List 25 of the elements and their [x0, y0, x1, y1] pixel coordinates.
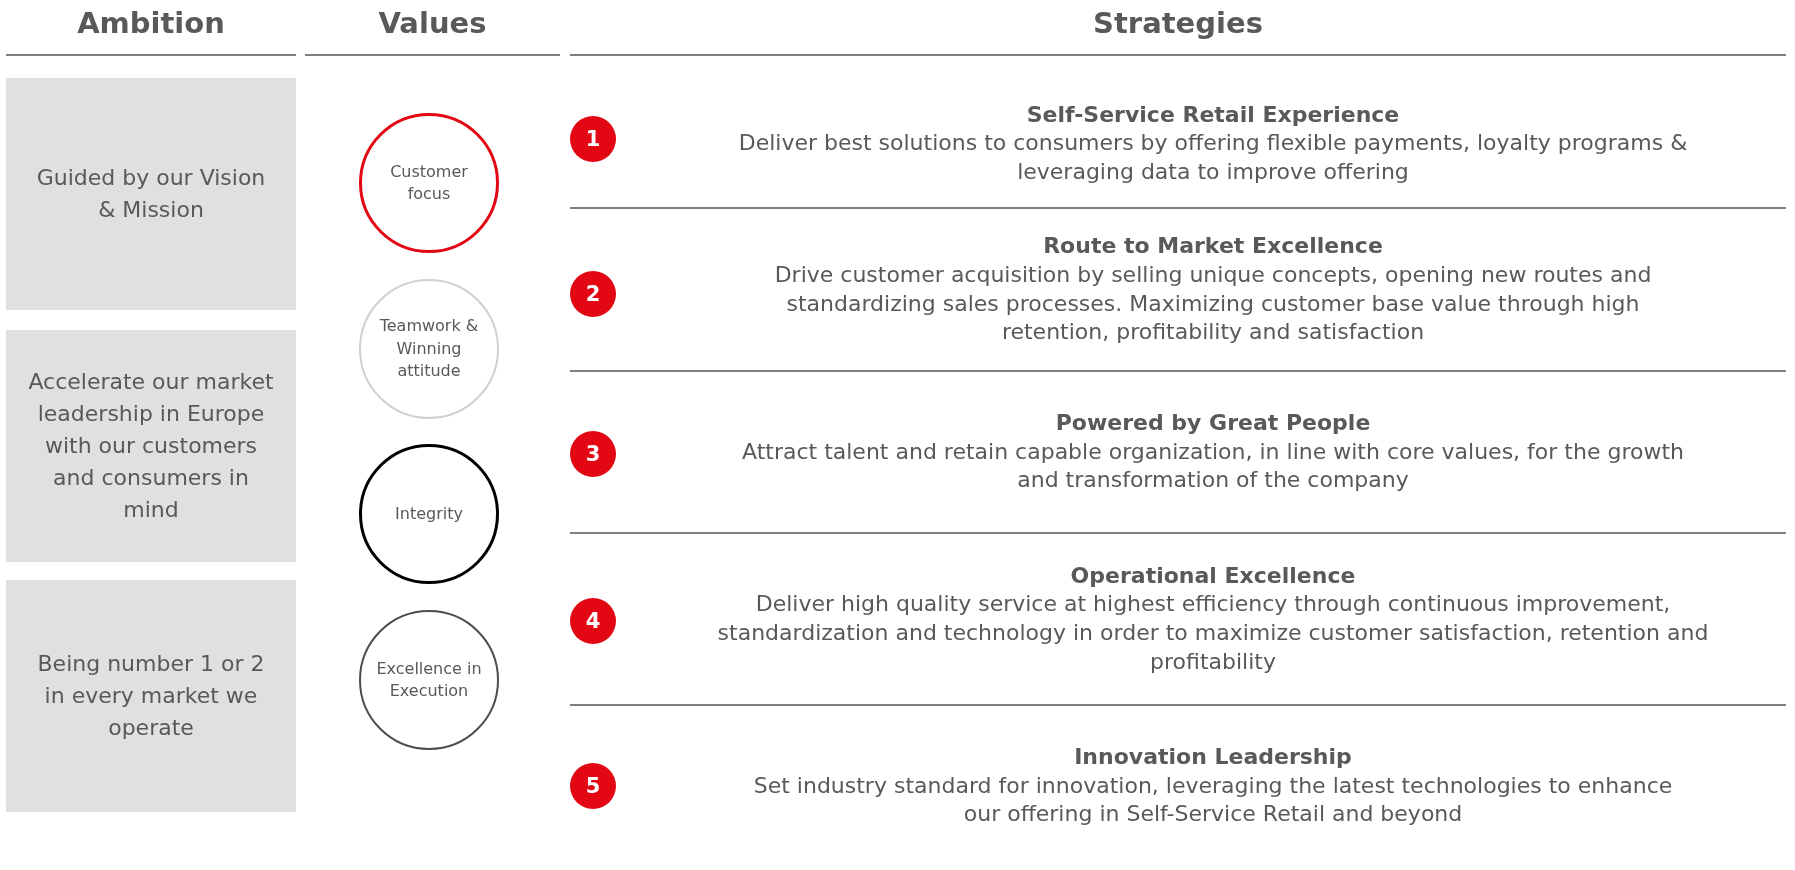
strategy-title: Innovation Leadership: [1074, 743, 1352, 772]
column-heading: Values: [377, 6, 488, 40]
ambition-box: Being number 1 or 2 in every market we operate: [6, 580, 296, 812]
column-heading: Ambition: [76, 6, 226, 40]
strategy-description: Set industry standard for innovation, leveraging the latest technologies to enhance our offering in Self-Service Retail and beyond: [752, 771, 1674, 829]
number-badge: 5: [570, 763, 616, 809]
ambition-box: Guided by our Vision & Mission: [6, 78, 296, 310]
strategy-description: Drive customer acquisition by selling unique concepts, opening new routes and standardizing sales processes. Maximizing customer base value through high retention, profitability and satisfaction: [773, 260, 1653, 347]
strategy-title: Self-Service Retail Experience: [1026, 100, 1400, 129]
value-circle: Customer focus: [359, 113, 499, 253]
strategy-description: Deliver high quality service at highest efficiency through continuous improvement, standardization and technology in order to maximize customer satisfaction, retention and profitability: [716, 590, 1710, 676]
value-circle: Integrity: [359, 444, 499, 584]
strategy-title: Operational Excellence: [1070, 561, 1356, 590]
strategy-description: Attract talent and retain capable organization, in line with core values, for the growth and transformation of the company: [741, 437, 1685, 495]
strategy-title: Powered by Great People: [1055, 409, 1371, 438]
number-badge: 1: [570, 116, 616, 162]
ambition-box: Accelerate our market leadership in Europe with our customers and consumers in mind: [6, 330, 296, 562]
number-badge: 2: [570, 271, 616, 317]
column-heading: Strategies: [1092, 6, 1264, 40]
number-badge: 3: [570, 431, 616, 477]
strategy-description: Deliver best solutions to consumers by offering flexible payments, loyalty programs & leveraging data to improve offering: [737, 129, 1689, 186]
number-badge: 4: [570, 598, 616, 644]
strategy-title: Route to Market Excellence: [1043, 232, 1383, 261]
value-circle: Teamwork & Winning attitude: [359, 279, 499, 419]
value-circle: Excellence in Execution: [359, 610, 499, 750]
